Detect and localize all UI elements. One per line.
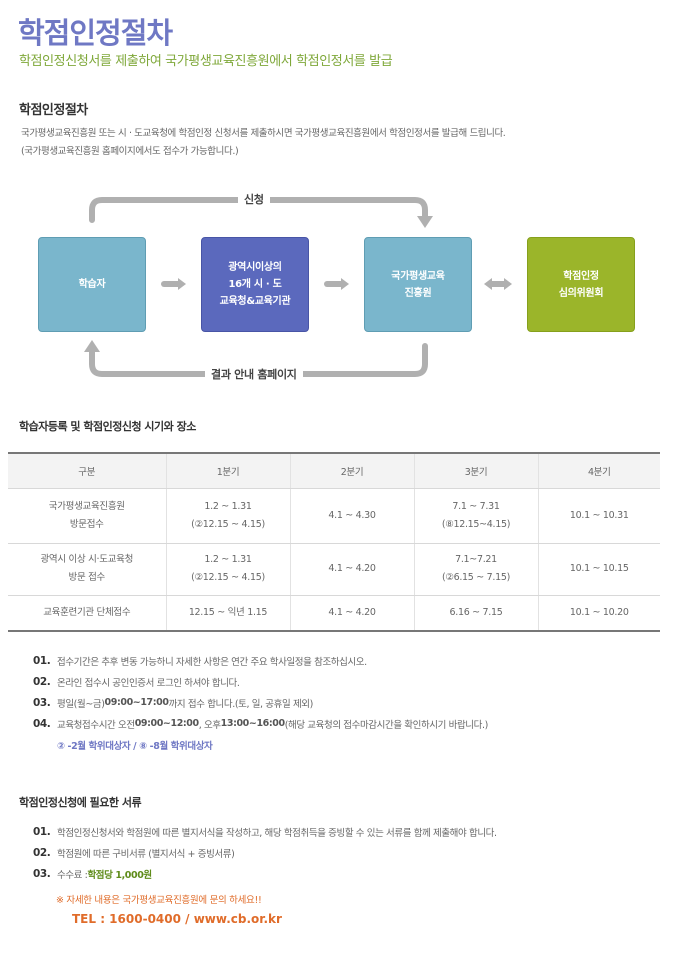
table-header: 3분기 [413, 452, 538, 489]
schedule-notes: 01.접수기간은 추후 변동 가능하니 자세한 사항은 연간 주요 학사일정을 … [33, 650, 488, 755]
table-header: 4분기 [537, 452, 660, 489]
result-label: 결과 안내 홈페이지 [205, 366, 303, 382]
institute-label-line2: 진흥원 [404, 287, 432, 299]
degree-target-note: ② -2월 학위대상자 / ⑧ -8월 학위대상자 [57, 740, 213, 752]
table-cell: 4.1 ~ 4.30 [289, 488, 414, 544]
arrowhead-institute-committee-right [504, 278, 512, 290]
documents-list: 01.학점인정신청서와 학점원에 따른 별지서식을 작성하고, 해당 학점취득을… [33, 821, 497, 884]
table-header: 1분기 [165, 452, 290, 489]
procedure-desc-line1: 국가평생교육진흥원 또는 시 · 도교육청에 학점인정 신청서를 제출하시면 국… [21, 128, 506, 139]
list-item: 01.학점인정신청서와 학점원에 따른 별지서식을 작성하고, 해당 학점취득을… [33, 825, 497, 839]
procedure-flow-diagram: 신청 결과 안내 홈페이지 학습자 광역시이상의 16개 시 · 도 교육청&교… [0, 180, 680, 390]
apply-arrowhead [417, 216, 433, 228]
office-label-line2: 16개 시 · 도 [228, 279, 282, 290]
table-cell: 7.1 ~ 7.31(⑧12.15~4.15) [413, 488, 538, 544]
committee-label-line2: 심의위원회 [558, 287, 604, 299]
table-cell: 10.1 ~ 10.31 [537, 488, 660, 544]
table-cell: 10.1 ~ 10.20 [537, 595, 660, 632]
contact-note: ※ 자세한 내용은 국가평생교육진흥원에 문의 하세요!! [56, 895, 262, 906]
page-title: 학점인정절차 [18, 16, 173, 50]
committee-box: 학점인정 심의위원회 [527, 237, 635, 332]
procedure-description: 국가평생교육진흥원 또는 시 · 도교육청에 학점인정 신청서를 제출하시면 국… [21, 125, 506, 161]
table-cell: 7.1~7.21(②6.15 ~ 7.15) [413, 543, 538, 596]
procedure-desc-line2: (국가평생교육진흥원 홈페이지에서도 접수가 가능합니다.) [21, 146, 239, 157]
table-cell: 10.1 ~ 10.15 [537, 543, 660, 596]
list-item: 02.학점원에 따른 구비서류 (별지서식 + 증빙서류) [33, 846, 235, 860]
committee-label-line1: 학점인정 [563, 270, 599, 282]
education-office-box: 광역시이상의 16개 시 · 도 교육청&교육기관 [201, 237, 309, 332]
learner-label: 학습자 [78, 279, 106, 290]
institute-box: 국가평생교육 진흥원 [364, 237, 472, 332]
table-cell: 4.1 ~ 4.20 [289, 543, 414, 596]
list-item: 03.평일(월~금) 09:00~17:00 까지 접수 합니다.(토, 일, … [33, 696, 313, 710]
arrowhead-institute-committee-left [484, 278, 492, 290]
list-item: 02.온라인 접수시 공인인증서 로그인 하셔야 합니다. [33, 675, 240, 689]
table-header: 구분 [8, 452, 166, 489]
table-row: 교육훈련기관 단체접수 12.15 ~ 익년 1.15 4.1 ~ 4.20 6… [8, 595, 660, 632]
table-cell: 4.1 ~ 4.20 [289, 595, 414, 632]
learner-box: 학습자 [38, 237, 146, 332]
table-cell: 1.2 ~ 1.31(②12.15 ~ 4.15) [165, 543, 290, 596]
office-label-line1: 광역시이상의 [228, 262, 282, 273]
table-header: 2분기 [289, 452, 414, 489]
list-item: 04.교육청접수시간 오전 09:00~12:00, 오후 13:00~16:0… [33, 717, 488, 731]
table-header-row: 구분 1분기 2분기 3분기 4분기 [8, 452, 660, 489]
fee-value: 학점당 1,000원 [87, 869, 152, 881]
procedure-heading: 학점인정절차 [19, 103, 88, 118]
documents-heading: 학점인정신청에 필요한 서류 [19, 796, 142, 809]
table-cell: 교육훈련기관 단체접수 [8, 595, 166, 632]
contact-tel: TEL : 1600-0400 / www.cb.or.kr [72, 912, 282, 926]
table-cell: 1.2 ~ 1.31(②12.15 ~ 4.15) [165, 488, 290, 544]
arrowhead-learner-office [178, 278, 186, 290]
result-arrowhead [84, 340, 100, 352]
page-subtitle: 학점인정신청서를 제출하여 국가평생교육진흥원에서 학점인정서를 발급 [19, 54, 393, 69]
table-cell: 12.15 ~ 익년 1.15 [165, 595, 290, 632]
list-item: 03.수수료 : 학점당 1,000원 [33, 867, 152, 881]
arrowhead-office-institute [341, 278, 349, 290]
list-item: ② -2월 학위대상자 / ⑧ -8월 학위대상자 [33, 734, 488, 755]
list-item: 01.접수기간은 추후 변동 가능하니 자세한 사항은 연간 주요 학사일정을 … [33, 654, 367, 668]
schedule-heading: 학습자등록 및 학점인정신청 시기와 장소 [19, 420, 196, 433]
apply-label: 신청 [238, 191, 270, 207]
office-label-line3: 교육청&교육기관 [219, 296, 291, 307]
table-cell: 6.16 ~ 7.15 [413, 595, 538, 632]
institute-label-line1: 국가평생교육 [391, 270, 445, 282]
